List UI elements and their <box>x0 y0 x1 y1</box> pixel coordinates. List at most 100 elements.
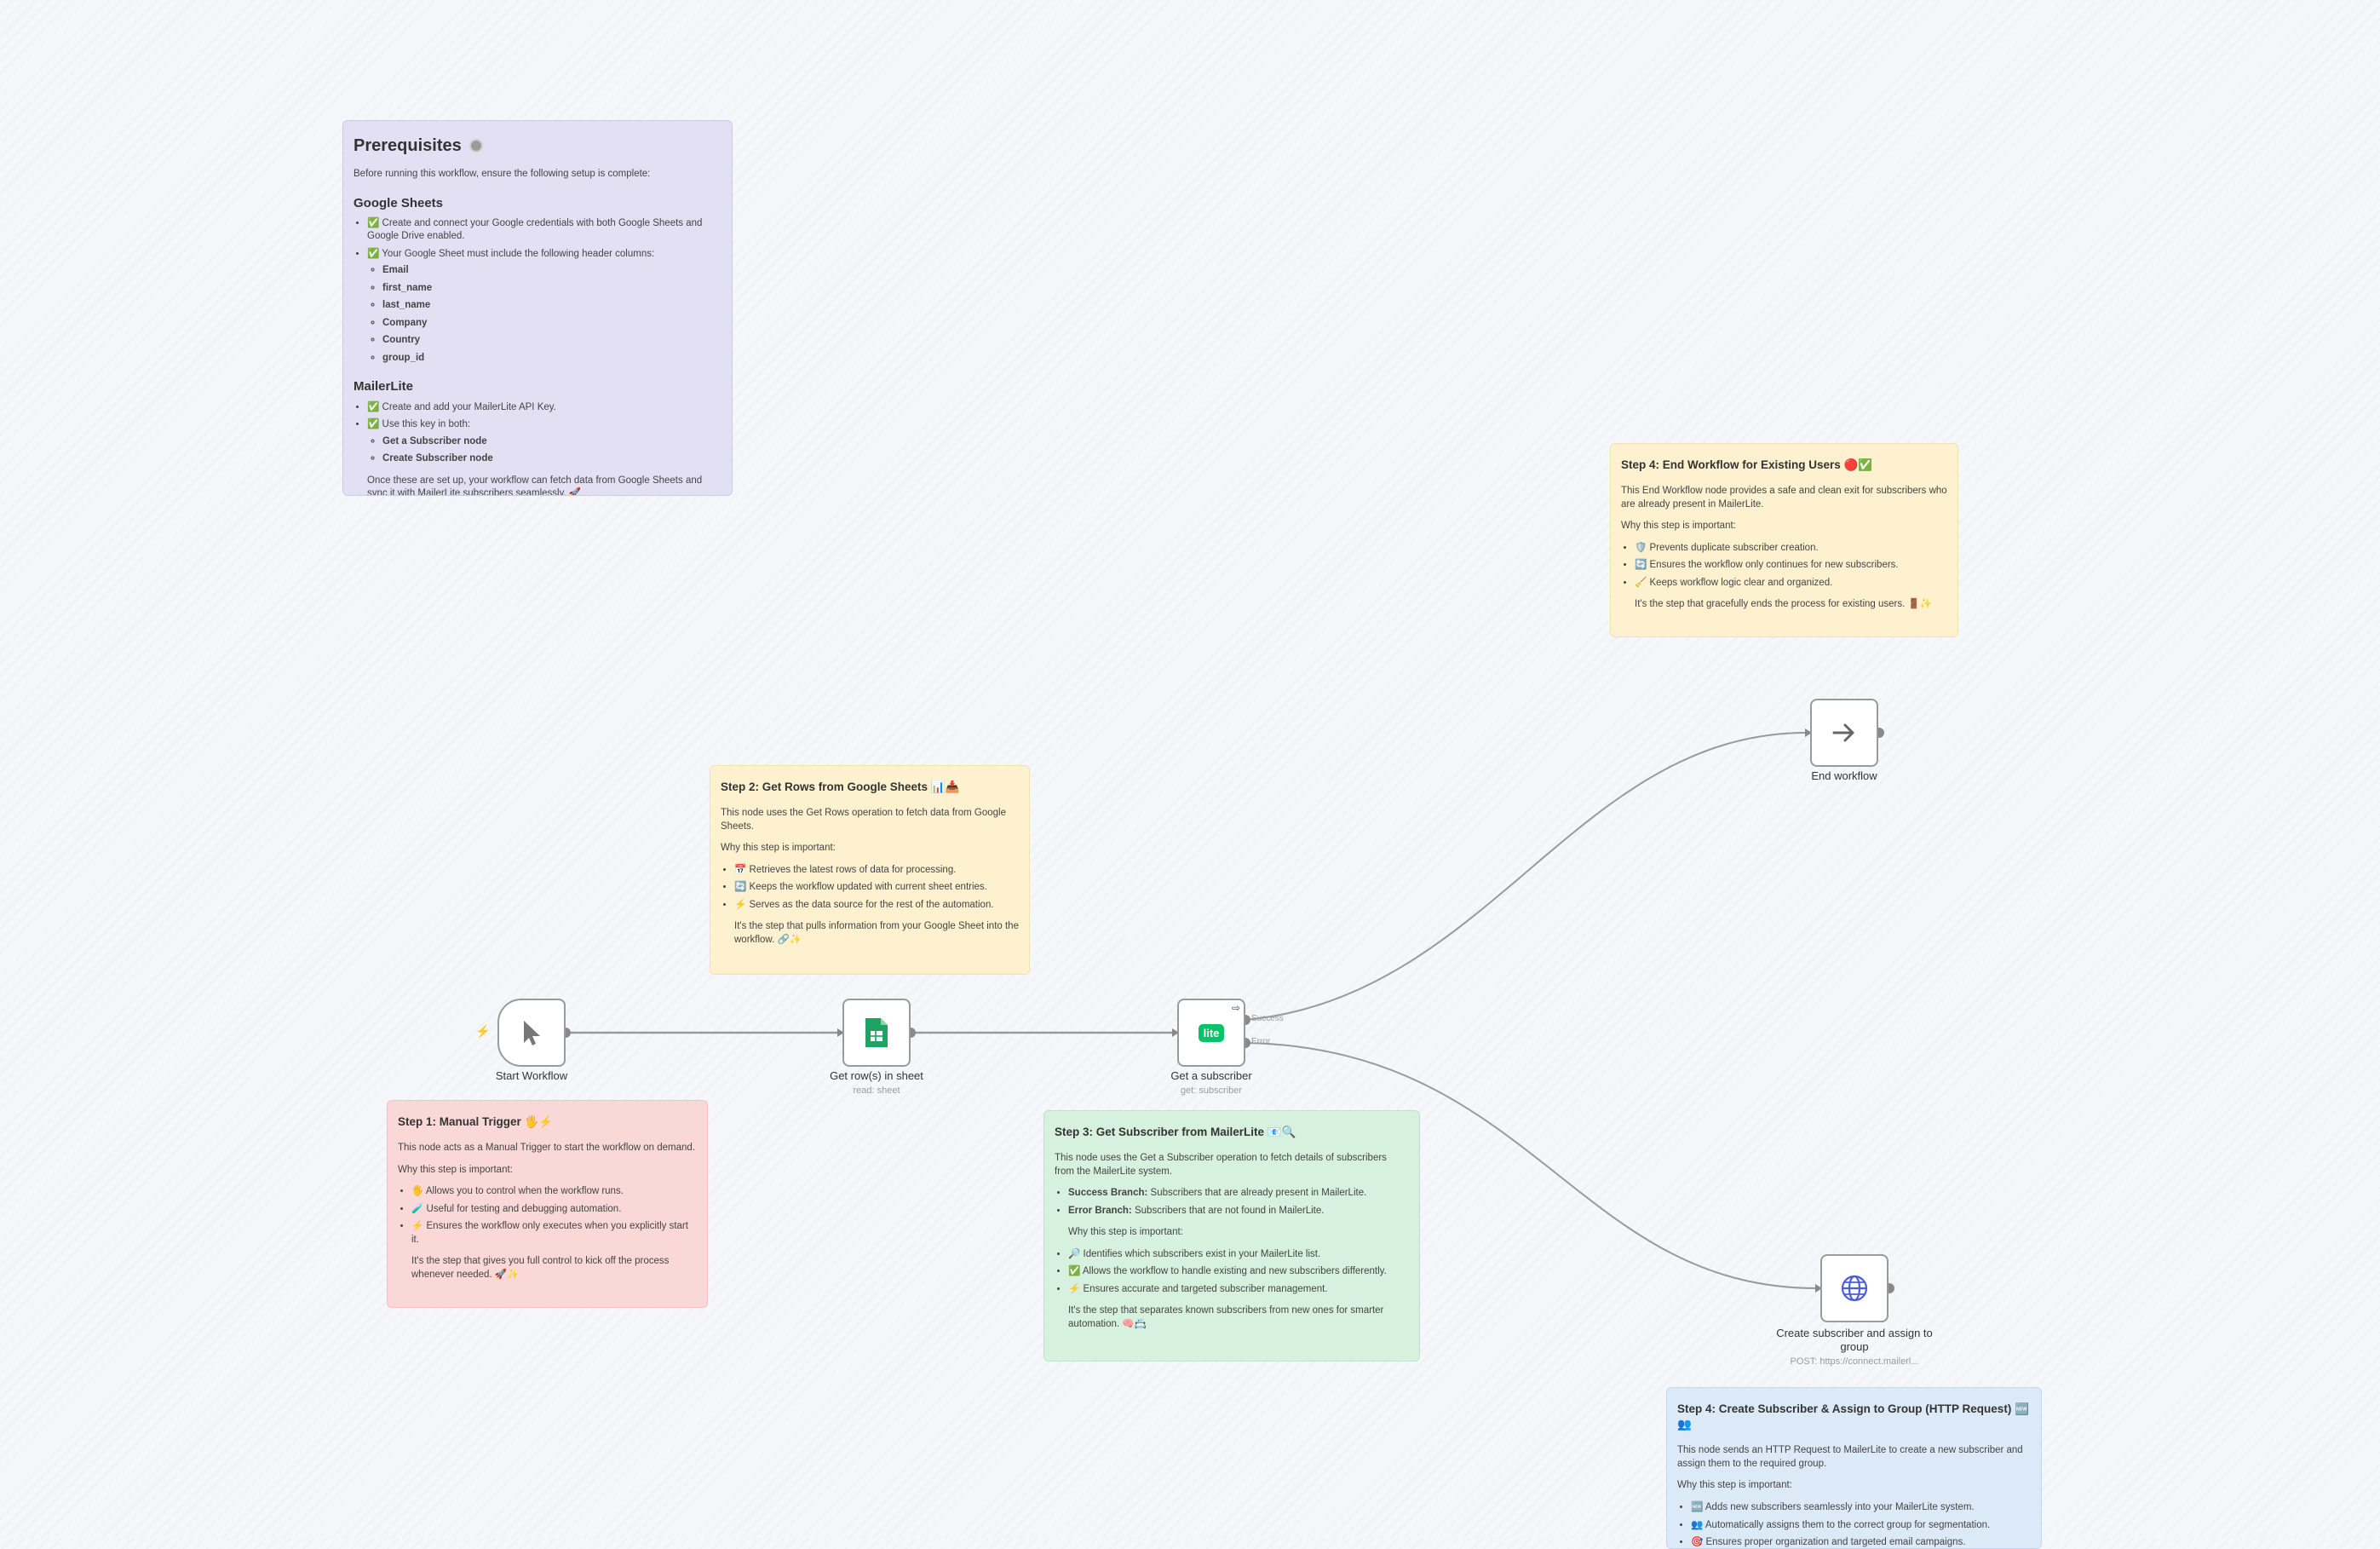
step3-why: Why this step is important: <box>1068 1227 1183 1238</box>
node-end-workflow-label: End workflow <box>1811 769 1877 782</box>
step1-title: Step 1: Manual Trigger 🖐️⚡ <box>398 1115 554 1128</box>
node-end-workflow[interactable] <box>1810 699 1878 767</box>
sticky-note-step3[interactable]: Step 3: Get Subscriber from MailerLite 📧… <box>1043 1110 1420 1362</box>
column-item: group_id <box>382 352 721 366</box>
step2-intro: This node uses the Get Rows operation to… <box>721 808 1006 832</box>
node-get-subscriber-label: Get a subscriber <box>1170 1069 1252 1082</box>
step4-end-bullets: 🛡️ Prevents duplicate subscriber creatio… <box>1621 542 1947 590</box>
arrowhead-end <box>1805 728 1812 737</box>
cursor-icon <box>524 1021 540 1045</box>
step2-title: Step 2: Get Rows from Google Sheets 📊📥 <box>721 780 960 793</box>
action-badge-icon: ⇨ <box>1231 1002 1240 1014</box>
list-item: ✅ Your Google Sheet must include the fol… <box>367 248 721 366</box>
step3-bullets: 🔎 Identifies which subscribers exist in … <box>1055 1248 1409 1297</box>
list-item: Success Branch: Subscribers that are alr… <box>1068 1187 1409 1201</box>
list-item: ✅ Use this key in both: Get a Subscriber… <box>367 418 721 466</box>
prerequisites-closing: Once these are set up, your workflow can… <box>367 475 703 496</box>
list-item: ⚡ Ensures the workflow only executes whe… <box>411 1220 697 1247</box>
connection-success-to-end[interactable] <box>1245 732 1808 1021</box>
branch-label: Error Branch: <box>1068 1205 1132 1216</box>
list-item: ✅ Create and connect your Google credent… <box>367 217 721 244</box>
list-item: 👥 Automatically assigns them to the corr… <box>1691 1519 2031 1533</box>
step4-create-title: Step 4: Create Subscriber & Assign to Gr… <box>1677 1402 2029 1431</box>
step1-closing: It's the step that gives you full contro… <box>411 1256 670 1280</box>
list-item: 🖐️ Allows you to control when the workfl… <box>411 1185 697 1199</box>
list-item-text: ✅ Use this key in both: <box>367 419 471 430</box>
step4-end-title: Step 4: End Workflow for Existing Users … <box>1621 458 1873 471</box>
node-get-rows-sheet-subtitle: read: sheet <box>853 1085 900 1096</box>
branch-text: Subscribers that are already present in … <box>1150 1188 1367 1199</box>
prerequisites-title: Prerequisites <box>354 136 462 155</box>
node-get-subscriber-subtitle: get: subscriber <box>1180 1085 1243 1096</box>
step4-end-intro: This End Workflow node provides a safe a… <box>1621 486 1947 510</box>
list-item: 🔄 Ensures the workflow only continues fo… <box>1635 559 1947 573</box>
step3-intro: This node uses the Get a Subscriber oper… <box>1055 1153 1387 1177</box>
step3-closing: It's the step that separates known subsc… <box>1068 1305 1384 1329</box>
column-item: Country <box>382 334 721 348</box>
google-sheets-heading: Google Sheets <box>354 195 444 210</box>
node-start-workflow[interactable] <box>497 999 566 1067</box>
step4-create-intro: This node sends an HTTP Request to Maile… <box>1677 1445 2023 1469</box>
list-item: ⚡ Ensures accurate and targeted subscrib… <box>1068 1283 1409 1297</box>
step4-end-why: Why this step is important: <box>1621 521 1736 532</box>
column-item: Email <box>382 264 721 278</box>
step1-intro: This node acts as a Manual Trigger to st… <box>398 1143 696 1154</box>
list-item: 🧹 Keeps workflow logic clear and organiz… <box>1635 577 1947 590</box>
list-item: 📅 Retrieves the latest rows of data for … <box>734 864 1019 878</box>
sticky-note-prerequisites[interactable]: Prerequisites Before running this workfl… <box>342 120 733 496</box>
trigger-bolt-icon: ⚡ <box>475 1024 491 1038</box>
column-item: last_name <box>382 299 721 313</box>
step4-create-why: Why this step is important: <box>1677 1480 1792 1491</box>
list-item: 🎯 Ensures proper organization and target… <box>1691 1536 2031 1548</box>
step3-title: Step 3: Get Subscriber from MailerLite 📧… <box>1055 1126 1296 1138</box>
mailerlite-icon: lite <box>1198 1023 1225 1042</box>
mailerlite-list: ✅ Create and add your MailerLite API Key… <box>354 401 721 466</box>
list-item: ⚡ Serves as the data source for the rest… <box>734 899 1019 913</box>
gear-icon <box>469 139 484 153</box>
step2-bullets: 📅 Retrieves the latest rows of data for … <box>721 864 1019 913</box>
node-create-subscriber[interactable] <box>1820 1254 1888 1322</box>
connection-error-to-create[interactable] <box>1245 1042 1818 1289</box>
error-port-label: Error <box>1251 1037 1271 1046</box>
list-item: ✅ Allows the workflow to handle existing… <box>1068 1265 1409 1279</box>
list-item: 🆕 Adds new subscribers seamlessly into y… <box>1691 1501 2031 1515</box>
prerequisites-intro: Before running this workflow, ensure the… <box>354 169 651 179</box>
node-get-rows-sheet[interactable] <box>842 999 911 1067</box>
list-item: 🛡️ Prevents duplicate subscriber creatio… <box>1635 542 1947 556</box>
step2-why: Why this step is important: <box>721 843 836 854</box>
globe-icon <box>1841 1275 1868 1302</box>
column-item: first_name <box>382 282 721 296</box>
arrowhead-subscriber <box>1172 1028 1179 1037</box>
header-columns-list: Email first_name last_name Company Count… <box>367 264 721 365</box>
step2-closing: It's the step that pulls information fro… <box>734 921 1019 945</box>
column-item: Company <box>382 317 721 331</box>
step4-end-closing: It's the step that gracefully ends the p… <box>1635 599 1933 610</box>
node-create-subscriber-label: Create subscriber and assign to group <box>1776 1327 1933 1353</box>
node-create-subscriber-subtitle: POST: https://connect.mailerl... <box>1790 1356 1919 1367</box>
arrowhead-sheet <box>837 1028 844 1037</box>
list-item: Error Branch: Subscribers that are not f… <box>1068 1205 1409 1218</box>
branch-label: Success Branch: <box>1068 1188 1148 1199</box>
google-sheets-icon <box>865 1018 888 1047</box>
node-item: Create Subscriber node <box>382 452 721 466</box>
branch-text: Subscribers that are not found in Mailer… <box>1134 1205 1325 1216</box>
arrowhead-create <box>1815 1284 1822 1293</box>
step4-create-bullets: 🆕 Adds new subscribers seamlessly into y… <box>1677 1501 2031 1548</box>
node-start-workflow-label: Start Workflow <box>495 1069 568 1082</box>
success-port-label: Success <box>1251 1014 1284 1023</box>
sticky-note-step4-create[interactable]: Step 4: Create Subscriber & Assign to Gr… <box>1666 1387 2042 1549</box>
mailerlite-heading: MailerLite <box>354 379 414 394</box>
node-get-subscriber[interactable]: lite ⇨ <box>1177 999 1245 1067</box>
sticky-note-step2[interactable]: Step 2: Get Rows from Google Sheets 📊📥 T… <box>710 765 1030 975</box>
prerequisites-heading: Prerequisites <box>354 135 721 158</box>
step1-why: Why this step is important: <box>398 1164 513 1175</box>
mailerlite-nodes-list: Get a Subscriber node Create Subscriber … <box>367 435 721 466</box>
sticky-note-step4-end[interactable]: Step 4: End Workflow for Existing Users … <box>1610 443 1958 637</box>
list-item: 🧪 Useful for testing and debugging autom… <box>411 1203 697 1217</box>
step3-branches: Success Branch: Subscribers that are alr… <box>1055 1187 1409 1218</box>
node-item: Get a Subscriber node <box>382 435 721 449</box>
sticky-note-step1[interactable]: Step 1: Manual Trigger 🖐️⚡ This node act… <box>387 1100 708 1308</box>
list-item: 🔎 Identifies which subscribers exist in … <box>1068 1248 1409 1262</box>
google-sheets-list: ✅ Create and connect your Google credent… <box>354 217 721 366</box>
